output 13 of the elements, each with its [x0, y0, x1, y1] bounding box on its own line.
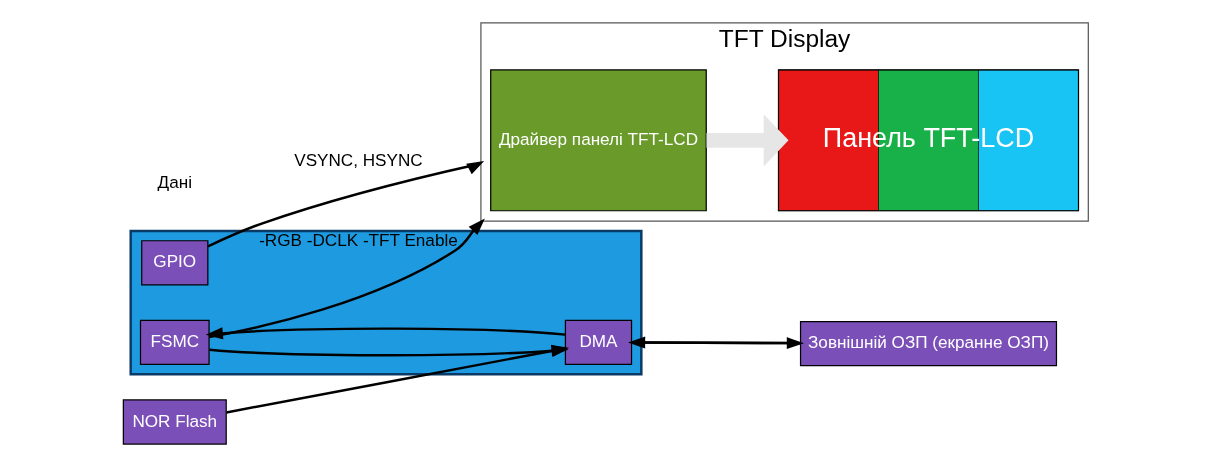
arrow	[209, 218, 485, 339]
edge-label: VSYNC, HSYNC	[294, 150, 423, 171]
arrow	[205, 327, 566, 340]
node-box: Зовнішній ОЗП (екранне ОЗП)	[799, 320, 1058, 367]
label: Дані	[157, 171, 192, 192]
node-box: DMA	[564, 319, 633, 366]
node-box: Драйвер панелі TFT-LCD	[490, 69, 707, 212]
arrow	[706, 114, 789, 167]
edge-label: -RGB -DCLK -TFT Enable	[259, 229, 458, 250]
node-box: FSMC	[139, 319, 210, 366]
arrow	[207, 161, 485, 248]
node-box: GPIO	[141, 240, 209, 286]
node-box: NOR Flash	[122, 399, 227, 445]
